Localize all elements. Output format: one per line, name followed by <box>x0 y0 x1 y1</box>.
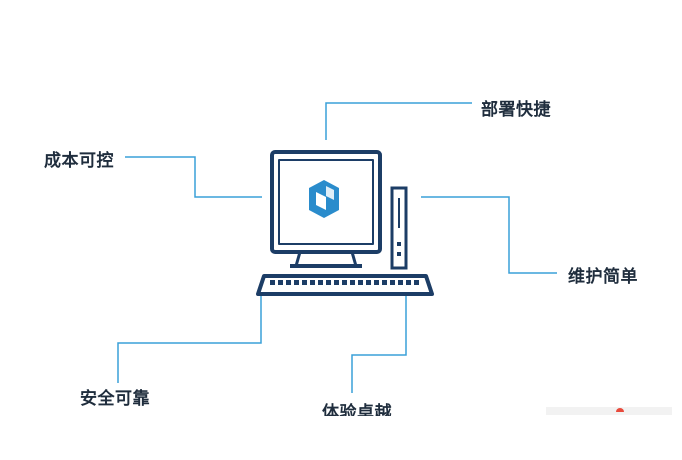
keyboard-key <box>342 280 347 285</box>
keyboard-key <box>398 280 403 285</box>
keyboard-key <box>318 280 323 285</box>
keyboard-key <box>350 280 355 285</box>
keyboard-key <box>286 280 291 285</box>
keyboard-key <box>270 280 275 285</box>
keyboard-key <box>382 280 387 285</box>
feature-security-label: 安全可靠 <box>80 389 150 409</box>
keyboard-key <box>366 280 371 285</box>
connector-security <box>117 296 262 383</box>
connector-experience <box>351 296 407 393</box>
keyboard-key <box>390 280 395 285</box>
keyboard-key <box>414 280 419 285</box>
keyboard-key <box>326 280 331 285</box>
feature-maintenance-label: 维护简单 <box>568 267 638 287</box>
keyboard-key <box>278 280 283 285</box>
keyboard-key <box>310 280 315 285</box>
keyboard-key <box>358 280 363 285</box>
connector-maintenance <box>421 196 557 274</box>
tower-icon <box>390 186 408 270</box>
keyboard-key <box>406 280 411 285</box>
feature-cost-label: 成本可控 <box>44 151 114 171</box>
monitor-icon <box>270 150 382 268</box>
cube-logo-icon <box>309 180 339 218</box>
corner-dot-icon <box>616 408 624 412</box>
connector-lines <box>117 102 557 393</box>
keyboard-key <box>334 280 339 285</box>
feature-experience-label: 体验卓越 <box>322 403 392 416</box>
connector-cost <box>125 156 262 198</box>
keyboard-key <box>294 280 299 285</box>
connector-deploy <box>325 102 472 140</box>
keyboard-icon <box>256 274 434 296</box>
feature-deploy-label: 部署快捷 <box>481 100 551 120</box>
corner-tab <box>546 407 672 415</box>
keyboard-key <box>374 280 379 285</box>
keyboard-key <box>302 280 307 285</box>
